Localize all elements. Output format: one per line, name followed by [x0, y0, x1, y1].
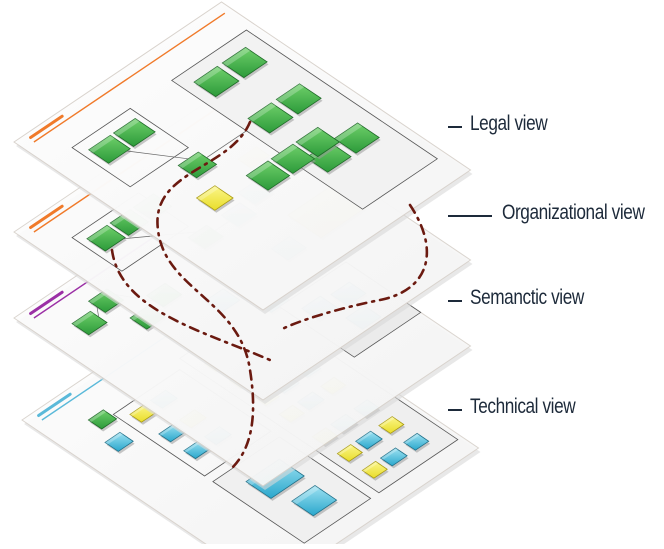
semantic-plane-title	[29, 290, 64, 316]
legal-view-leader	[448, 126, 462, 128]
semantic-connector	[96, 306, 100, 317]
legal-connector	[206, 130, 247, 158]
organizational-view-label: Organizational view	[502, 201, 645, 224]
legal-box-header	[88, 135, 115, 153]
technical-box	[354, 430, 383, 450]
technical-box-header	[403, 433, 420, 445]
technical-note	[378, 416, 405, 434]
semantic-box-header	[72, 311, 94, 327]
legal-plane-title	[29, 114, 64, 140]
legal-box-header	[276, 83, 305, 103]
legal-connector	[126, 150, 189, 160]
semantic-view-leader	[448, 300, 462, 302]
legal-box	[112, 118, 156, 147]
technical-box	[291, 485, 338, 517]
trace-link-path	[110, 120, 429, 470]
legal-box-header	[246, 161, 273, 179]
technical-view-leader	[448, 409, 462, 411]
legal-box	[87, 134, 131, 164]
legal-box	[295, 126, 341, 158]
legal-note	[195, 185, 234, 211]
legal-box-header	[113, 118, 140, 136]
technical-box	[87, 409, 118, 430]
technical-view-label: Technical view	[470, 395, 576, 418]
legal-box-header	[178, 152, 203, 169]
organizational-view-leader	[448, 215, 492, 217]
cross-layer-link	[110, 120, 429, 470]
legal-box	[221, 46, 268, 79]
technical-plane-title	[37, 392, 72, 418]
org-box	[86, 224, 126, 252]
technical-note-header	[378, 416, 395, 428]
semantic-box	[71, 310, 108, 336]
technical-note	[361, 460, 388, 479]
organizational-plane-title	[29, 204, 64, 230]
legal-box	[245, 160, 291, 191]
legal-box-header	[334, 123, 363, 142]
technical-box-header	[380, 448, 399, 460]
technical-note	[336, 444, 364, 462]
technical-box-header	[88, 409, 107, 422]
technical-box-header	[291, 485, 320, 505]
legal-view-plane	[13, 1, 473, 314]
org-box-header	[87, 225, 111, 242]
legal-box-header	[194, 66, 223, 86]
legal-box	[333, 122, 380, 154]
technical-box-header	[355, 431, 374, 443]
legal-box-header	[296, 127, 323, 146]
legal-box	[275, 83, 322, 115]
legal-box	[177, 151, 218, 179]
legal-box-header	[248, 102, 276, 122]
technical-box-header	[105, 432, 123, 445]
legal-view-label: Legal view	[470, 112, 548, 135]
legal-group-frame	[71, 107, 190, 188]
semantic-view-label: Semanctic view	[470, 286, 584, 309]
legal-box	[270, 143, 316, 174]
legal-box-header	[222, 47, 251, 67]
technical-box	[104, 431, 134, 452]
legal-note-header	[196, 185, 219, 201]
legal-box	[193, 65, 240, 98]
legal-box-header	[271, 144, 298, 162]
legal-accent-rule	[33, 12, 226, 143]
technical-box	[403, 432, 430, 451]
legal-box	[247, 102, 294, 134]
technical-box	[379, 447, 408, 467]
technical-note-header	[337, 444, 354, 456]
technical-note-header	[362, 461, 379, 473]
